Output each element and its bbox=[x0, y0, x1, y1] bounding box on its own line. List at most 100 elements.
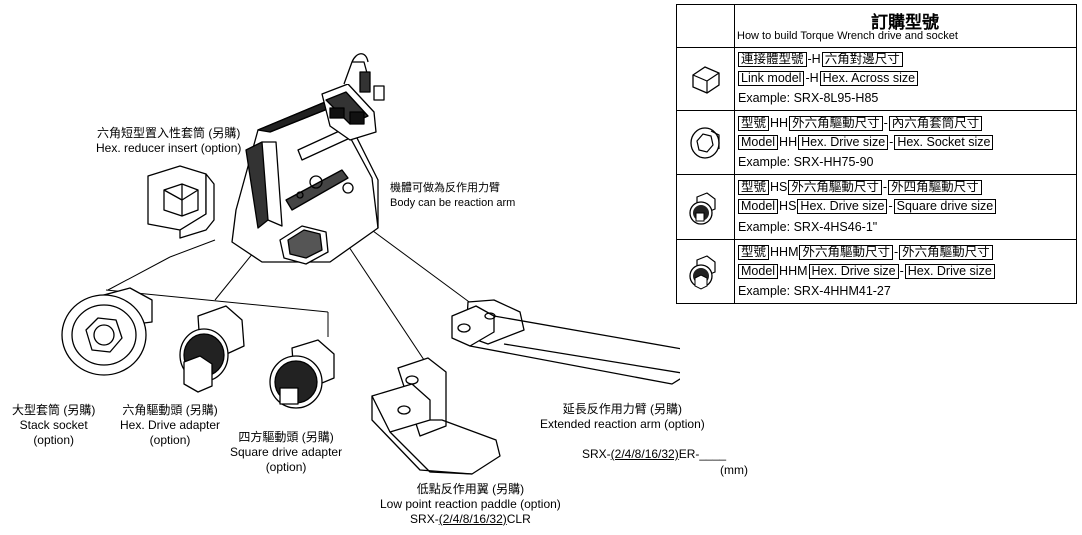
hex-link-icon bbox=[692, 66, 720, 94]
reducer-label-en: Hex. reducer insert (option) bbox=[96, 141, 242, 155]
hexdrive-label-zh: 六角驅動頭 (另購) bbox=[122, 403, 218, 417]
code-field-box: Square drive size bbox=[893, 199, 997, 214]
paddle-model: SRX-(2/4/8/16/32)CLR bbox=[410, 512, 531, 526]
hex-reducer-insert bbox=[147, 165, 215, 239]
code-separator: -H bbox=[807, 52, 821, 66]
square-label-en2: (option) bbox=[265, 460, 307, 474]
code-field-box: 六角對邊尺寸 bbox=[821, 52, 903, 67]
code-separator: - bbox=[894, 245, 899, 259]
code-field-box: 型號 bbox=[738, 180, 770, 195]
code-field-box: Model bbox=[738, 199, 779, 214]
code-field-box: Model bbox=[738, 264, 779, 279]
arm-label-zh: 延長反作用力臂 (另購) bbox=[562, 402, 683, 416]
table-subtitle: How to build Torque Wrench drive and soc… bbox=[737, 30, 958, 42]
hex-socket-icon bbox=[690, 127, 720, 159]
reducer-label-zh: 六角短型置入性套筒 (另購) bbox=[97, 126, 241, 140]
code-field-box: Hex. Across size bbox=[819, 71, 919, 86]
code-separator: HH bbox=[779, 135, 798, 149]
square-drive-adapter bbox=[269, 339, 335, 409]
code-field-box: 外六角驅動尺寸 bbox=[799, 245, 893, 260]
hexdrive-label-en1: Hex. Drive adapter bbox=[120, 418, 221, 432]
code-field-box: 外四角驅動尺寸 bbox=[888, 180, 982, 195]
arm-model: SRX-(2/4/8/16/32)ER-____ bbox=[582, 447, 727, 461]
body-label-en: Body can be reaction arm bbox=[390, 197, 516, 209]
table-icon-cell bbox=[677, 47, 735, 110]
row3-example: Example: SRX-4HS46-1" bbox=[738, 220, 878, 234]
code-field-box: 內六角套筒尺寸 bbox=[888, 116, 983, 131]
reducer-label: 六角短型置入性套筒 (另購) Hex. reducer insert (opti… bbox=[96, 126, 241, 156]
torque-wrench-exploded-diagram bbox=[61, 53, 680, 475]
square-label-zh: 四方驅動頭 (另購) bbox=[238, 430, 334, 444]
hex-drive-label: 六角驅動頭 (另購) Hex. Drive adapter (option) bbox=[120, 403, 220, 448]
code-field-box: Hex. Drive size bbox=[797, 199, 888, 214]
body-label-zh: 機體可做為反作用力臂 bbox=[390, 182, 500, 194]
code-separator: -H bbox=[805, 71, 819, 85]
arm-unit: (mm) bbox=[720, 463, 748, 477]
code-field-box: Hex. Drive size bbox=[904, 264, 995, 279]
code-separator: HS bbox=[770, 180, 788, 194]
hydraulic-cylinder bbox=[321, 53, 385, 141]
extended-reaction-arm bbox=[451, 299, 680, 385]
square-drive-label: 四方驅動頭 (另購) Square drive adapter (option) bbox=[230, 430, 342, 475]
code-separator: HHM bbox=[770, 245, 799, 259]
hexdrive-label-en2: (option) bbox=[149, 433, 191, 447]
stack-label-en1: Stack socket bbox=[19, 418, 88, 432]
paddle-label-en: Low point reaction paddle (option) bbox=[380, 497, 561, 511]
code-field-box: Hex. Drive size bbox=[798, 135, 889, 150]
wrench-body bbox=[231, 99, 379, 265]
arm-label: 延長反作用力臂 (另購) Extended reaction arm (opti… bbox=[540, 402, 705, 432]
body-label: 機體可做為反作用力臂 Body can be reaction arm bbox=[390, 181, 515, 211]
code-field-box: 外六角驅動尺寸 bbox=[899, 245, 993, 260]
row1-example: Example: SRX-8L95-H85 bbox=[738, 91, 879, 105]
paddle-label: 低點反作用翼 (另購) Low point reaction paddle (o… bbox=[380, 482, 561, 527]
square-drive-icon bbox=[689, 192, 716, 225]
ordering-table: 訂購型號 How to build Torque Wrench drive an… bbox=[676, 4, 1077, 304]
code-separator: HH bbox=[770, 116, 789, 130]
code-separator: - bbox=[889, 135, 894, 149]
stack-socket-label: 大型套筒 (另購) Stack socket (option) bbox=[12, 403, 95, 448]
code-separator: HS bbox=[779, 199, 797, 213]
stack-label-en2: (option) bbox=[33, 433, 74, 447]
code-separator: - bbox=[882, 180, 888, 194]
paddle-label-zh: 低點反作用翼 (另購) bbox=[416, 482, 525, 496]
table-icon-cell bbox=[677, 240, 735, 303]
header-icon-cell bbox=[677, 5, 735, 47]
code-field-box: 外六角驅動尺寸 bbox=[788, 180, 882, 195]
code-field-box: 型號 bbox=[738, 116, 770, 131]
hex-drive-icon bbox=[689, 255, 716, 290]
row4-example: Example: SRX-4HHM41-27 bbox=[738, 284, 891, 298]
arm-label-en: Extended reaction arm (option) bbox=[540, 417, 705, 431]
code-separator: - bbox=[888, 199, 893, 213]
table-icon-cell bbox=[677, 111, 735, 174]
row2-example: Example: SRX-HH75-90 bbox=[738, 155, 874, 169]
stack-socket bbox=[61, 287, 153, 376]
table-title: 訂購型號 bbox=[871, 13, 939, 32]
table-header: 訂購型號 How to build Torque Wrench drive an… bbox=[677, 5, 1076, 48]
hex-drive-adapter bbox=[179, 305, 245, 393]
square-label-en1: Square drive adapter bbox=[230, 445, 343, 459]
stack-label-zh: 大型套筒 (另購) bbox=[12, 403, 96, 417]
code-field-box: Hex. Drive size bbox=[808, 264, 899, 279]
code-field-box: 型號 bbox=[738, 245, 770, 260]
code-separator: HHM bbox=[779, 264, 808, 278]
code-field-box: 外六角驅動尺寸 bbox=[789, 116, 883, 131]
table-icon-cell bbox=[677, 175, 735, 239]
code-field-box: Model bbox=[738, 135, 779, 150]
reaction-paddle bbox=[371, 357, 501, 475]
code-field-box: Hex. Socket size bbox=[894, 135, 994, 150]
code-field-box: 連接體型號 bbox=[738, 52, 807, 67]
code-field-box: Link model bbox=[738, 71, 805, 86]
code-separator: - bbox=[899, 264, 904, 278]
